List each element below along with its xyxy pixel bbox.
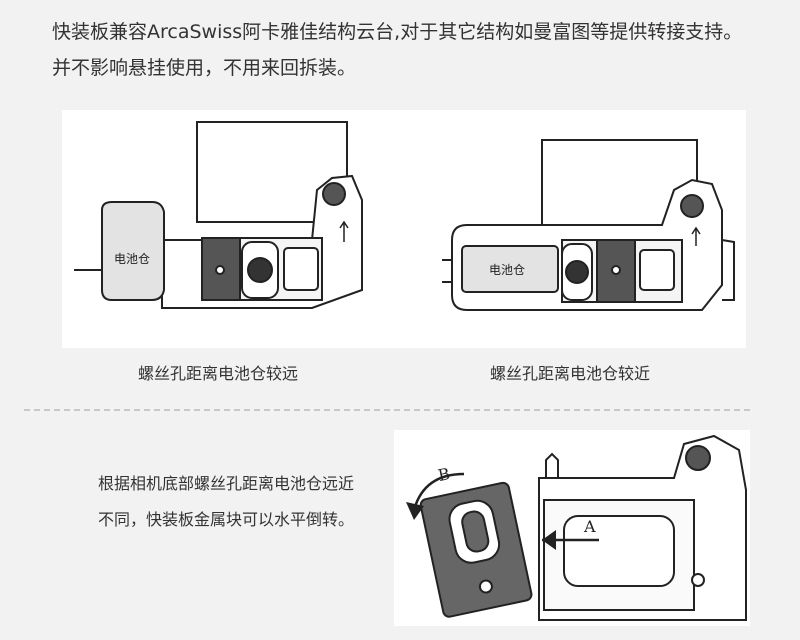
rotated-metal-block xyxy=(419,481,533,618)
left-caption: 螺丝孔距离电池仓较远 xyxy=(138,364,299,383)
arrow-a-label: A xyxy=(583,517,596,536)
arrow-b-label: B xyxy=(436,464,451,485)
left-battery-compartment xyxy=(101,201,165,301)
camera-comparison-illustration: 电池仓 电池仓 xyxy=(74,121,735,311)
dashed-divider xyxy=(24,409,750,411)
top-illustration-panel: 电池仓 电池仓 xyxy=(62,110,746,348)
right-caption: 螺丝孔距离电池仓较近 xyxy=(490,364,651,383)
right-dial-knob xyxy=(680,194,704,218)
left-battery-label: 电池仓 xyxy=(114,252,150,266)
right-battery-compartment xyxy=(461,245,559,293)
rotation-description: 根据相机底部螺丝孔距离电池仓远近不同，快装板金属块可以水平倒转。 xyxy=(98,474,355,529)
left-camera-figure xyxy=(74,121,363,309)
right-battery-label: 电池仓 xyxy=(489,263,525,277)
left-dial-knob xyxy=(322,182,346,206)
plate-slot xyxy=(563,515,675,587)
bottom-illustration-panel: A B xyxy=(394,430,750,626)
intro-text: 快装板兼容ArcaSwiss阿卡雅佳结构云台,对于其它结构如曼富图等提供转接支持… xyxy=(52,21,743,79)
bottom-dial-knob xyxy=(685,445,711,471)
right-camera-figure xyxy=(442,139,735,311)
arrow-b xyxy=(412,472,465,511)
plate-rotation-illustration: A B xyxy=(406,434,747,621)
